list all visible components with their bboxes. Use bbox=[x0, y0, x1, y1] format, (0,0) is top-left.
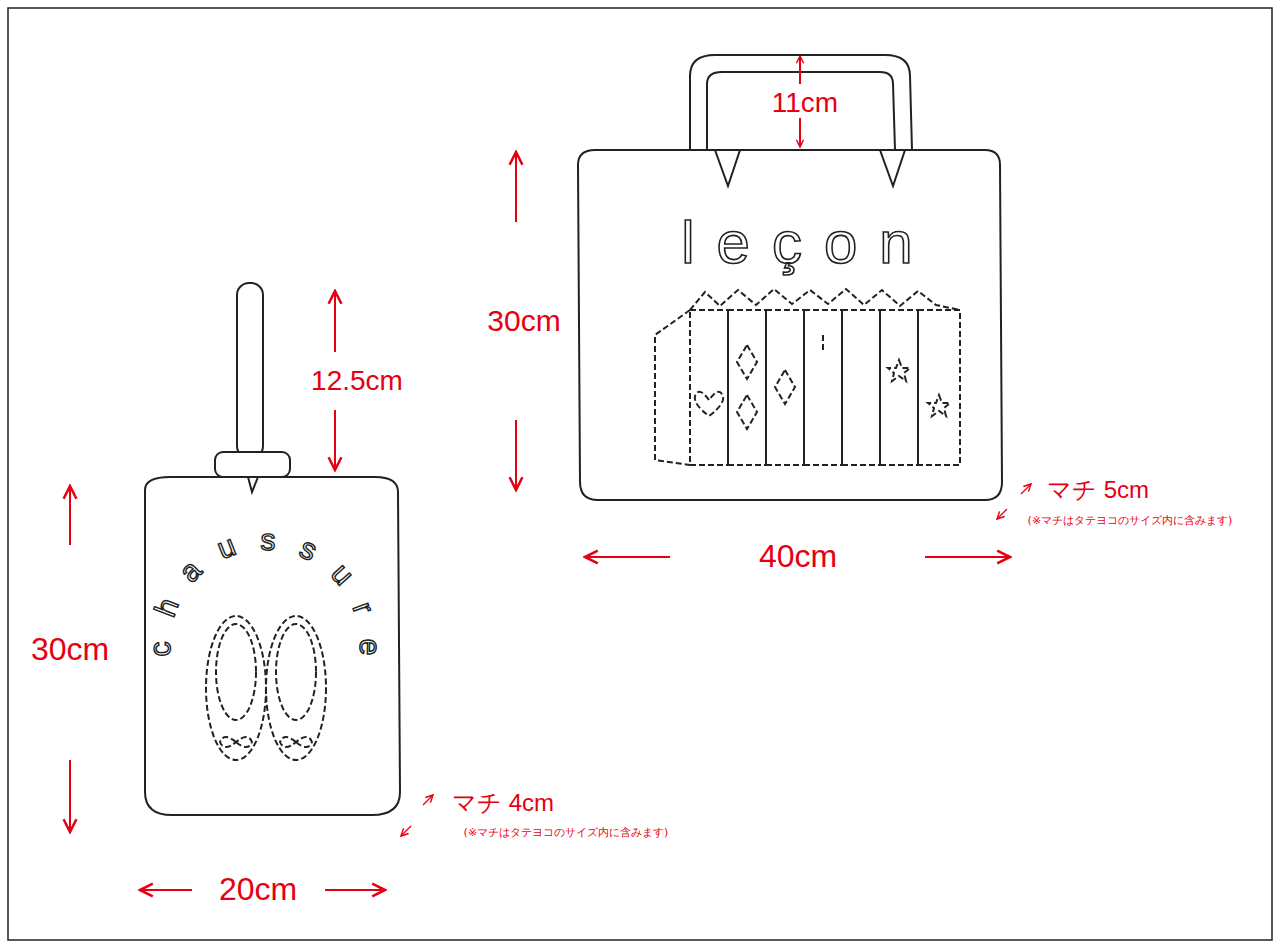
shoe-inner bbox=[216, 624, 256, 720]
dimension-label: 20cm bbox=[219, 872, 297, 907]
shoe bbox=[266, 616, 326, 760]
shoe-stitching bbox=[206, 616, 326, 760]
shoe bbox=[206, 616, 266, 760]
dimension-label: 30cm bbox=[487, 304, 560, 337]
heart-motif bbox=[695, 392, 723, 416]
gusset-label: マチ 5cm bbox=[1047, 477, 1149, 503]
gusset-arrow bbox=[401, 826, 411, 836]
bag-body bbox=[578, 150, 1002, 500]
embroidered-word: chaussure bbox=[143, 523, 387, 658]
dimension-arrow bbox=[799, 56, 801, 84]
bag-handle bbox=[690, 55, 912, 150]
box-column bbox=[804, 310, 842, 465]
dimension-arrow bbox=[585, 556, 670, 558]
handle-tab bbox=[715, 150, 740, 186]
diamond-motif bbox=[737, 345, 757, 379]
handle-ring bbox=[215, 452, 290, 477]
frame bbox=[8, 8, 1272, 940]
box-clasp bbox=[822, 335, 824, 350]
dimension-arrow bbox=[515, 152, 517, 222]
gusset-arrow bbox=[1021, 484, 1031, 494]
dimension-arrow bbox=[799, 118, 801, 147]
box-column bbox=[880, 310, 918, 465]
dimension-arrow bbox=[334, 291, 336, 352]
handle-tab bbox=[248, 477, 258, 492]
dimension-label: 11cm bbox=[772, 88, 838, 119]
diamond-motif bbox=[775, 370, 795, 404]
gusset-label: マチ 4cm bbox=[452, 790, 554, 816]
dimension-label: 40cm bbox=[759, 539, 837, 574]
gusset-note: (※マチはタテヨコのサイズ内に含みます) bbox=[1028, 515, 1233, 527]
dimension-label: 30cm bbox=[31, 632, 109, 667]
box-column bbox=[842, 310, 880, 465]
star-motif bbox=[888, 360, 910, 381]
bag-handle bbox=[237, 283, 263, 458]
shoe-inner bbox=[276, 624, 316, 720]
dimension-arrow bbox=[334, 410, 336, 470]
shoe-bow bbox=[280, 737, 312, 747]
box-column bbox=[766, 310, 804, 465]
dimension-arrow bbox=[325, 889, 385, 891]
diamond-motif bbox=[737, 395, 757, 429]
dimension-arrow bbox=[925, 556, 1010, 558]
dimension-arrow bbox=[515, 420, 517, 490]
tote-bag bbox=[578, 55, 1002, 500]
handle-tab bbox=[880, 150, 905, 186]
gusset-arrow bbox=[997, 509, 1007, 519]
gusset-note: (※マチはタテヨコのサイズ内に含みます) bbox=[464, 827, 669, 839]
shoe-bag bbox=[145, 283, 400, 815]
bag-body bbox=[145, 477, 400, 815]
dimension-arrow bbox=[69, 486, 71, 615]
dimension-arrow bbox=[140, 889, 192, 891]
gusset-arrow bbox=[423, 795, 433, 805]
dimension-arrow bbox=[69, 760, 71, 832]
box-column bbox=[690, 310, 728, 465]
box-column bbox=[728, 310, 766, 465]
box-fringe bbox=[690, 289, 960, 310]
dimension-arrows bbox=[70, 56, 1031, 890]
box-side bbox=[655, 310, 690, 465]
shoe-bow bbox=[220, 737, 252, 747]
box-column bbox=[918, 310, 960, 465]
dimension-label: 12.5cm bbox=[311, 366, 403, 397]
star-motif bbox=[928, 395, 950, 416]
embroidered-word: leçon bbox=[681, 210, 934, 276]
box-stitching bbox=[655, 289, 960, 465]
